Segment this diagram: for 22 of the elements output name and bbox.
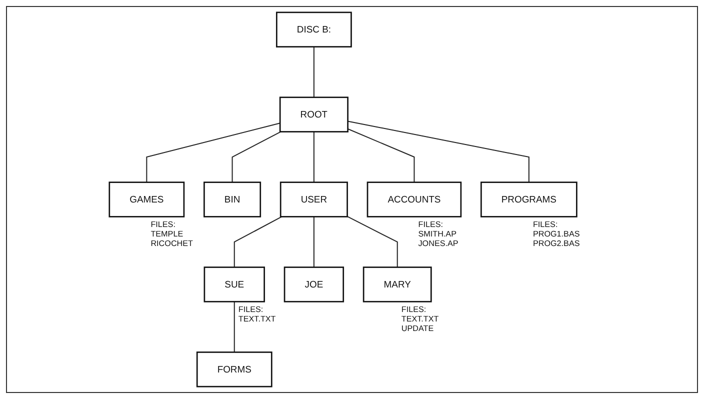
node-box: PROGRAMS	[480, 182, 578, 218]
node-box: BIN	[204, 182, 262, 218]
connector	[314, 216, 315, 268]
node-box: DISC B:	[276, 12, 352, 48]
node-box: ROOT	[280, 96, 349, 132]
file-list: FILES: PROG1.BAS PROG2.BAS	[533, 219, 581, 248]
node-box: FORMS	[196, 352, 273, 388]
connector	[348, 216, 398, 268]
node-box: ACCOUNTS	[367, 182, 462, 218]
connector	[314, 132, 315, 182]
connector	[232, 131, 282, 182]
node-box: MARY	[363, 266, 432, 302]
node-box: SUE	[204, 266, 266, 302]
connector	[234, 216, 282, 268]
connector	[234, 302, 236, 352]
node-box: GAMES	[109, 182, 186, 218]
node-box: USER	[280, 182, 348, 218]
connector	[348, 128, 416, 182]
node-box: JOE	[284, 266, 344, 302]
connector	[348, 120, 530, 182]
connector	[314, 46, 315, 98]
connector	[146, 122, 281, 182]
